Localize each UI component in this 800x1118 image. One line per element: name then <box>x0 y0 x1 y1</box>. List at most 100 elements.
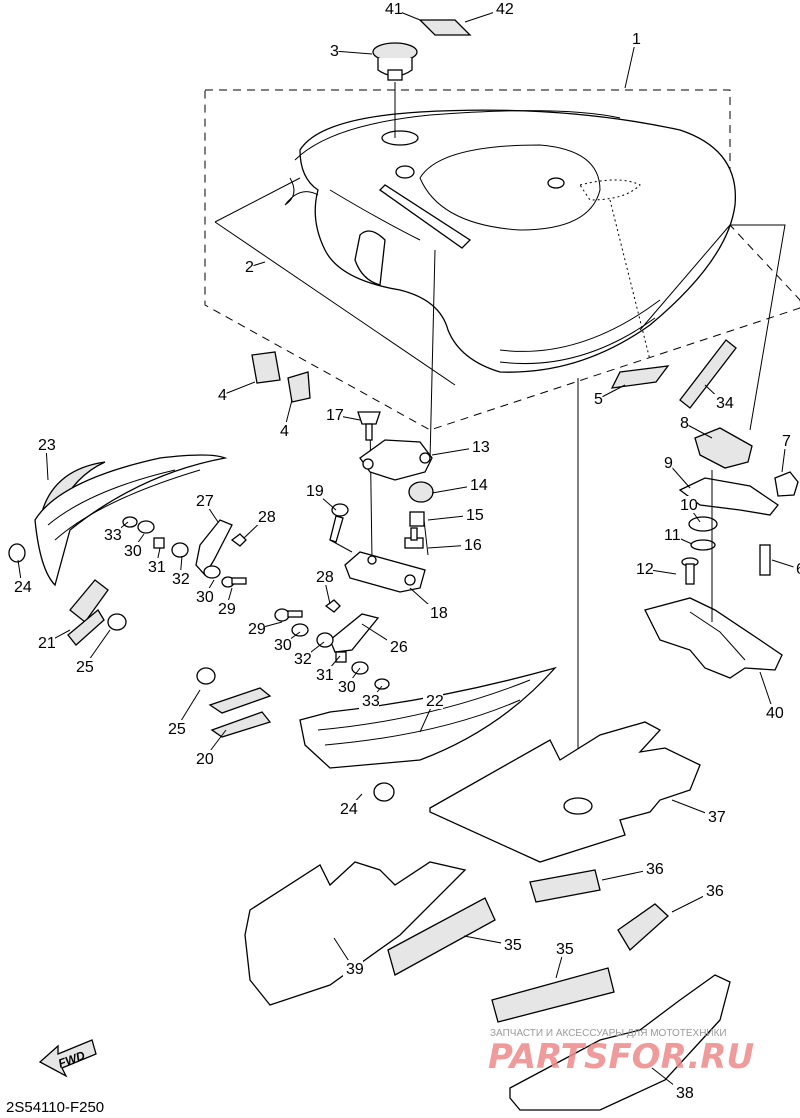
callout-label-2: 2 <box>245 259 254 276</box>
callout-bg-30d <box>335 678 355 695</box>
block-36b <box>617 903 669 952</box>
washer-10 <box>688 516 718 532</box>
pad-4a <box>251 351 281 384</box>
diagram-code: 2S54110-F250 <box>6 1099 104 1116</box>
bracket-40 <box>644 597 783 679</box>
bracket-26 <box>329 613 380 653</box>
callout-18: 18 <box>409 587 448 622</box>
callout-label-19: 19 <box>306 483 324 500</box>
callout-label-7: 7 <box>782 433 791 450</box>
callout-32a: 32 <box>169 555 190 588</box>
callout-label-12: 12 <box>636 561 654 578</box>
callout-bg-24b <box>337 800 357 817</box>
callout-bg-35a <box>501 936 521 953</box>
callout-bg-8 <box>677 414 689 431</box>
callout-42: 42 <box>464 0 514 23</box>
callout-bg-33a <box>101 526 121 543</box>
screw-28b <box>324 599 341 613</box>
tank-assembly-boundary <box>204 89 800 431</box>
callout-label-36a: 36 <box>646 861 664 878</box>
callout-29b: 29 <box>245 620 283 638</box>
callout-35b: 35 <box>553 940 574 979</box>
watermark-logo: PARTSFOR.RU <box>488 1037 754 1077</box>
collar-31a <box>153 537 165 549</box>
callout-label-8: 8 <box>680 415 689 432</box>
bolt-24a <box>8 543 26 563</box>
callout-7: 7 <box>779 432 791 473</box>
block-35b <box>491 967 615 1023</box>
callout-leader-8 <box>683 422 713 439</box>
callout-30b: 30 <box>193 579 215 606</box>
callout-bg-28b <box>313 568 333 585</box>
callout-bg-31b <box>313 666 333 683</box>
callout-34: 34 <box>704 384 734 412</box>
callout-leader-1 <box>624 38 637 89</box>
rubber-21a <box>69 579 109 623</box>
callout-20: 20 <box>193 729 227 768</box>
bolt-17 <box>357 411 381 441</box>
callout-25b: 25 <box>165 689 201 738</box>
callout-bg-6 <box>793 560 800 577</box>
callout-leader-4a <box>221 381 256 396</box>
callout-32b: 32 <box>291 641 325 668</box>
callout-label-22: 22 <box>426 693 444 710</box>
callout-label-9: 9 <box>664 455 673 472</box>
callout-10: 10 <box>677 496 701 523</box>
callout-bg-34 <box>713 394 733 411</box>
callout-label-32b: 32 <box>294 651 312 668</box>
callout-bg-4a <box>215 386 227 403</box>
bracket-13 <box>359 439 433 481</box>
callout-36b: 36 <box>671 882 724 913</box>
side-cover-23 <box>34 454 228 587</box>
callout-label-13: 13 <box>472 439 490 456</box>
rubber-21b <box>67 609 105 646</box>
callout-bg-20 <box>193 750 213 767</box>
cushion-5 <box>610 365 670 389</box>
callout-14: 14 <box>431 476 488 494</box>
callout-label-35b: 35 <box>556 941 574 958</box>
callout-label-31b: 31 <box>316 667 334 684</box>
callout-2: 2 <box>242 258 266 276</box>
callout-33b: 33 <box>359 685 383 710</box>
callout-12: 12 <box>633 560 677 578</box>
callout-36a: 36 <box>601 860 664 881</box>
callout-6: 6 <box>771 559 800 578</box>
callout-bg-39 <box>343 960 363 977</box>
callout-label-17: 17 <box>326 407 344 424</box>
callout-39: 39 <box>333 937 364 978</box>
callout-label-33a: 33 <box>104 527 122 544</box>
damper-8 <box>694 427 753 469</box>
callout-bg-25b <box>165 720 185 737</box>
callout-bg-24a <box>11 578 31 595</box>
callout-label-3: 3 <box>330 43 339 60</box>
callout-label-6: 6 <box>796 561 800 578</box>
washer-30b <box>203 565 221 579</box>
callout-label-30b: 30 <box>196 589 214 606</box>
callout-3: 3 <box>327 42 373 60</box>
callout-bg-27 <box>193 492 213 509</box>
callout-bg-40 <box>763 704 783 721</box>
callout-24b: 24 <box>337 793 363 818</box>
center-guide-lines <box>369 249 436 561</box>
callout-label-1: 1 <box>632 31 641 48</box>
callout-bg-21 <box>35 634 55 651</box>
callout-29a: 29 <box>215 587 236 618</box>
callout-bg-1 <box>629 30 641 47</box>
callout-25a: 25 <box>73 629 111 676</box>
callout-30d: 30 <box>335 667 361 696</box>
callout-4a: 4 <box>215 381 256 404</box>
callout-label-25b: 25 <box>168 721 186 738</box>
callout-bg-9 <box>661 454 673 471</box>
callout-label-29b: 29 <box>248 621 266 638</box>
emblem-leader-lines <box>214 177 731 386</box>
callout-label-34: 34 <box>716 395 734 412</box>
fwd-label: FWD <box>56 1048 87 1071</box>
callout-bg-2 <box>242 258 254 275</box>
callout-21: 21 <box>35 629 71 652</box>
callout-label-30a: 30 <box>124 543 142 560</box>
callout-11: 11 <box>661 526 693 545</box>
collar-32b <box>316 632 334 648</box>
callout-label-33b: 33 <box>362 693 380 710</box>
